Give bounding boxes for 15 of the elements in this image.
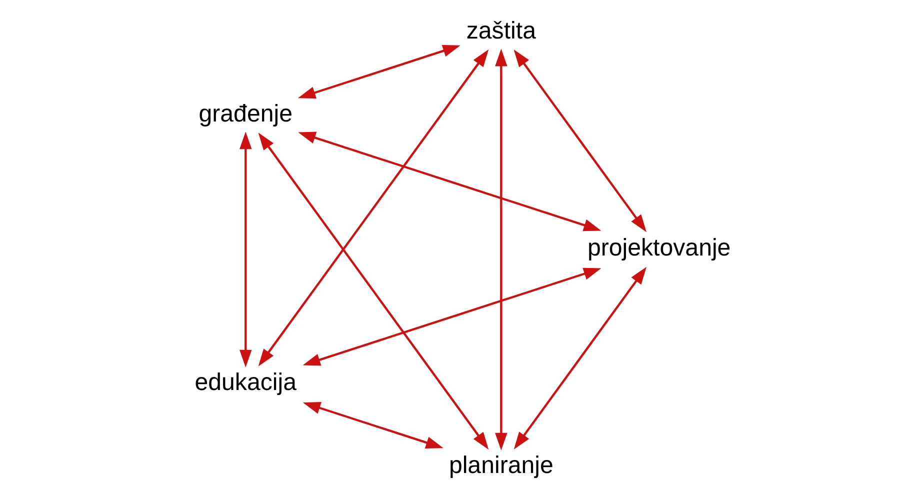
arrow (297, 44, 460, 99)
node-text: edukacija (194, 368, 296, 396)
arrow (238, 132, 252, 368)
arrow (258, 132, 488, 450)
arrow (302, 402, 443, 449)
node-text: projektovanje (586, 234, 730, 262)
arrow (513, 266, 646, 450)
node-text: zaštita (466, 17, 536, 44)
node-text: planiranje (448, 452, 553, 480)
arrow (302, 268, 601, 366)
arrow (298, 132, 601, 232)
arrow (258, 49, 488, 366)
arrow (513, 49, 646, 232)
arrow (494, 48, 507, 450)
node-text: građenje (198, 100, 292, 128)
